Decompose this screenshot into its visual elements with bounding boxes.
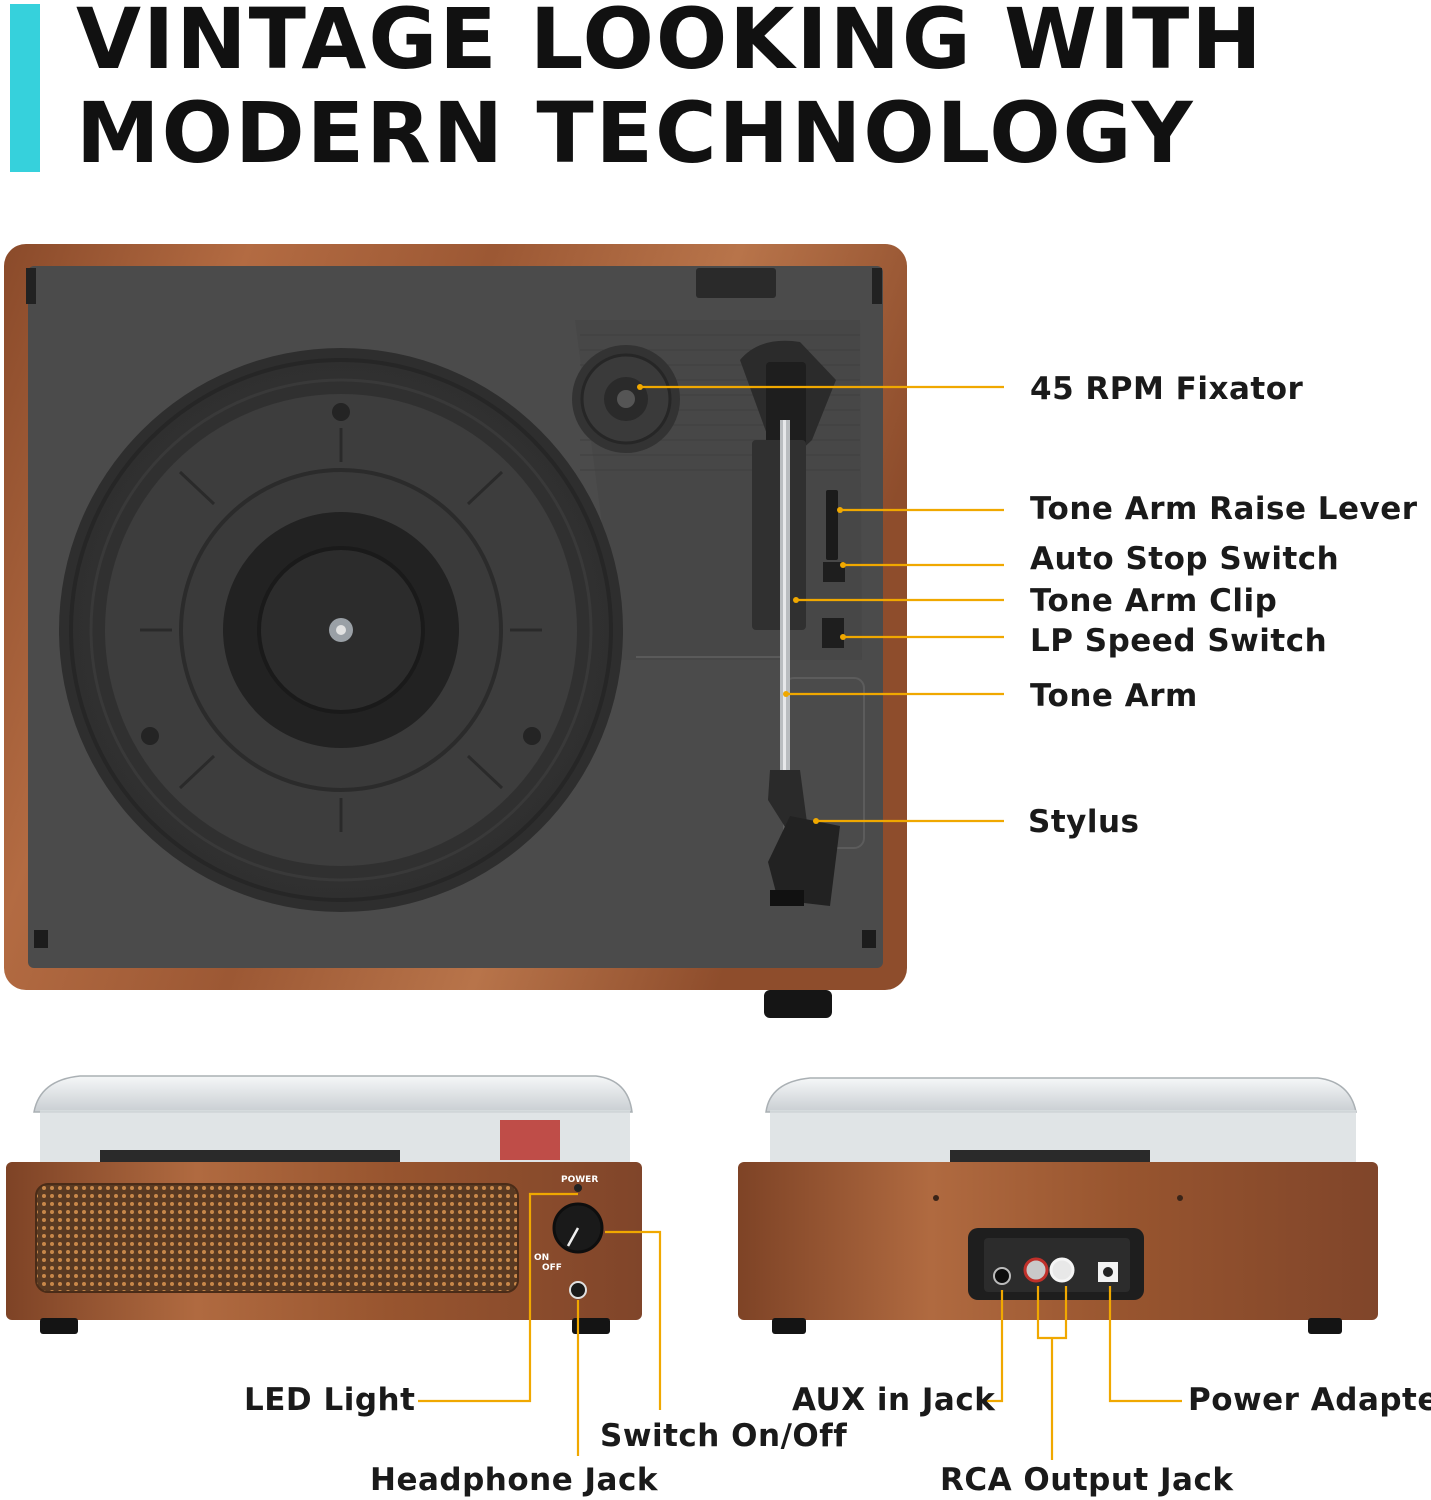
label-lp-speed-switch: LP Speed Switch: [1030, 623, 1328, 659]
label-rca-output-jack: RCA Output Jack: [940, 1462, 1234, 1498]
rear-platter-edge: [950, 1150, 1150, 1164]
raise-lever: [826, 490, 838, 560]
speed-switch: [822, 618, 844, 648]
rear-foot-right: [1308, 1318, 1342, 1334]
front-view: POWER ON OFF: [6, 1075, 662, 1456]
label-tone-arm: Tone Arm: [1030, 678, 1198, 714]
label-tone-arm-clip: Tone Arm Clip: [1030, 583, 1278, 619]
on-marking: ON: [534, 1253, 549, 1263]
auto-stop-switch: [823, 562, 845, 582]
label-led-light: LED Light: [244, 1382, 416, 1418]
corner-clip-right: [862, 930, 876, 948]
label-45-rpm-fixator: 45 RPM Fixator: [1030, 371, 1304, 407]
lid-latch: [696, 268, 776, 298]
accent-bar: [10, 4, 40, 172]
front-callouts: [418, 1192, 662, 1456]
label-auto-stop-switch: Auto Stop Switch: [1030, 541, 1340, 577]
headline: VINTAGE LOOKING WITH MODERN TECHNOLOGY: [76, 0, 1264, 180]
label-headphone-jack: Headphone Jack: [370, 1462, 658, 1498]
rca-white: [1049, 1257, 1075, 1283]
hinge-left: [26, 268, 36, 304]
rear-callouts: [980, 1286, 1182, 1460]
speaker-grille: [35, 1183, 519, 1293]
platter: [59, 348, 623, 912]
tone-arm-assembly: [740, 340, 845, 906]
rear-dust-cover: [765, 1077, 1357, 1113]
headline-line-1: VINTAGE LOOKING WITH: [76, 0, 1264, 88]
label-power-adapter: Power Adapter: [1188, 1382, 1431, 1418]
off-marking: OFF: [542, 1263, 562, 1273]
top-callouts: [637, 384, 1004, 824]
rear-view: [738, 1077, 1378, 1460]
power-led: [574, 1184, 582, 1192]
headline-line-2: MODERN TECHNOLOGY: [76, 84, 1195, 182]
headphone-jack: [569, 1281, 587, 1299]
top-view: [4, 244, 1004, 1018]
hinge-right: [872, 268, 882, 304]
label-stylus: Stylus: [1028, 804, 1140, 840]
front-foot-right: [572, 1318, 610, 1334]
front-foot-left: [40, 1318, 78, 1334]
rpm-fixator: [572, 345, 680, 453]
rear-foot-left: [772, 1318, 806, 1334]
label-tone-arm-raise-lever: Tone Arm Raise Lever: [1030, 491, 1418, 527]
power-marking: POWER: [561, 1175, 598, 1185]
volume-knob: [764, 990, 832, 1018]
label-switch-on-off: Switch On/Off: [600, 1418, 848, 1454]
front-platter-edge: [100, 1150, 400, 1164]
rca-red: [1023, 1257, 1049, 1283]
front-cartridge: [500, 1120, 560, 1160]
aux-jack: [993, 1267, 1011, 1285]
label-aux-in-jack: AUX in Jack: [792, 1382, 996, 1418]
front-dust-cover: [33, 1075, 633, 1113]
corner-clip-left: [34, 930, 48, 948]
